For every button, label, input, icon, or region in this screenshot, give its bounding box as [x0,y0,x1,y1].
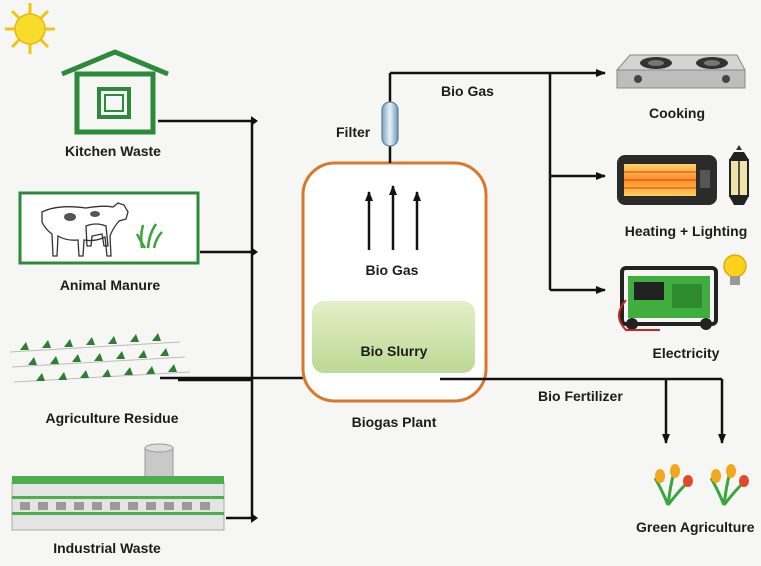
gas-distribution-lines [390,69,606,294]
house-icon [61,49,169,135]
factory-icon [11,443,225,531]
bio-fertilizer-label: Bio Fertilizer [538,388,623,404]
bio-slurry-tank [312,301,475,373]
heating-lighting-label: Heating + Lighting [624,223,748,239]
green-agriculture-label: Green Agriculture [636,519,755,535]
industrial-waste-label: Industrial Waste [53,540,161,556]
crop-icon [135,223,163,249]
filter-icon [381,101,399,147]
lantern-icon [729,145,749,205]
fertilizer-lines [440,377,726,444]
animal-manure-label: Animal Manure [59,277,161,293]
heater-icon [617,155,717,205]
generator-icon [618,266,718,331]
electricity-label: Electricity [652,345,720,361]
sun-icon [5,3,55,54]
plant-bio-gas-label: Bio Gas [365,262,419,278]
gas-rising-arrows [365,185,421,250]
stove-icon [615,54,746,89]
bulb-icon [723,254,747,285]
flower-icon [653,464,749,506]
kitchen-waste-label: Kitchen Waste [65,143,161,159]
input-arrowheads [251,116,258,523]
agriculture-residue-label: Agriculture Residue [45,410,179,426]
cow-icon [18,191,200,265]
input-connectors [158,119,254,520]
filter-label: Filter [336,124,371,140]
bio-slurry-label: Bio Slurry [360,343,428,359]
cooking-label: Cooking [649,105,705,121]
crop-field-icon [9,333,191,383]
biogas-plant-label: Biogas Plant [351,414,437,430]
bio-gas-output-label: Bio Gas [441,83,494,99]
